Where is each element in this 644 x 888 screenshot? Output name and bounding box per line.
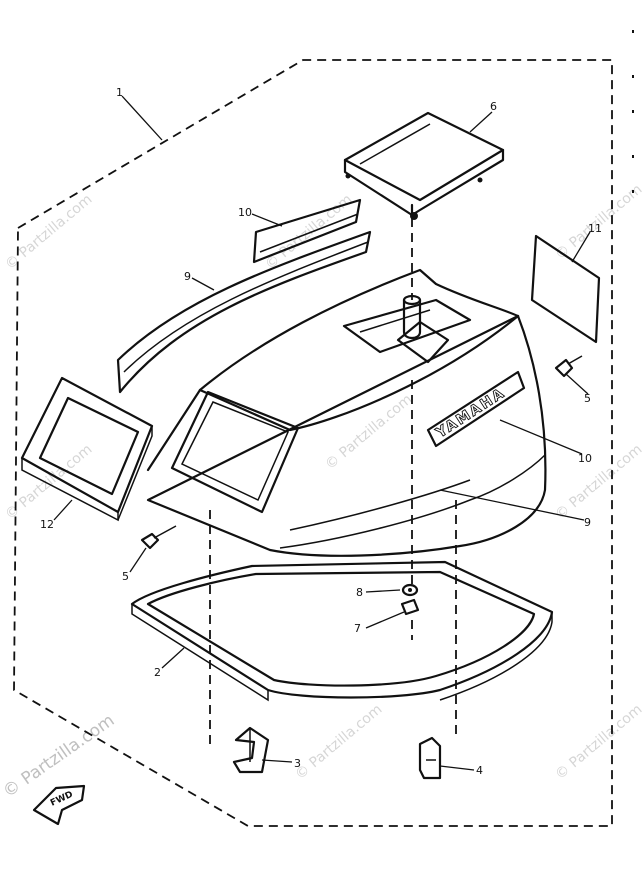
callout-5-right: 5	[584, 392, 591, 405]
part-6-lid	[343, 111, 505, 220]
callout-5-left: 5	[122, 570, 129, 583]
part-8-washer	[401, 583, 419, 597]
part-4-bracket	[418, 736, 442, 780]
callout-9-top: 9	[184, 270, 191, 283]
callouts: 1 6 10 11 9 5 10 9 12 5 2 8 7 3 4	[40, 86, 602, 777]
watermark-layer: © Partzilla.com © Partzilla.com © Partzi…	[0, 181, 644, 802]
watermark: © Partzilla.com	[552, 441, 644, 523]
margin-ticks	[632, 30, 634, 193]
callout-1: 1	[116, 86, 123, 99]
callout-7: 7	[354, 622, 361, 635]
assembly-boundary	[13, 59, 613, 827]
part-2-bottom-seal	[130, 560, 554, 702]
part-5-screw-right	[554, 355, 583, 378]
watermark: © Partzilla.com	[2, 191, 95, 273]
brand-decal-text: YAMAHA	[433, 385, 509, 442]
callout-10-top: 10	[238, 206, 252, 219]
watermark: © Partzilla.com	[292, 701, 385, 783]
callout-8: 8	[356, 586, 363, 599]
callout-9-side: 9	[584, 516, 591, 529]
assembly-guides	[209, 218, 457, 746]
leader-lines	[53, 95, 591, 771]
part-1-top-cowling: YAMAHA	[146, 268, 547, 557]
callout-4: 4	[476, 764, 483, 777]
callout-2: 2	[154, 666, 161, 679]
part-5-screw-left	[140, 525, 177, 550]
part-10-upper-decal	[252, 198, 362, 264]
callout-11: 11	[588, 222, 602, 235]
callout-12: 12	[40, 518, 54, 531]
callout-6: 6	[490, 100, 497, 113]
part-12-window-frame	[20, 376, 154, 522]
forward-direction-arrow: FWD	[32, 784, 86, 826]
part-11-side-plate	[530, 234, 601, 344]
watermark: © Partzilla.com	[552, 701, 644, 783]
part-7-nut	[400, 598, 420, 616]
part-9-upper-stripe	[116, 230, 372, 394]
part-3-bracket	[232, 726, 270, 774]
callout-3: 3	[294, 757, 301, 770]
watermark: © Partzilla.com	[2, 441, 95, 523]
callout-10-side: 10	[578, 452, 592, 465]
